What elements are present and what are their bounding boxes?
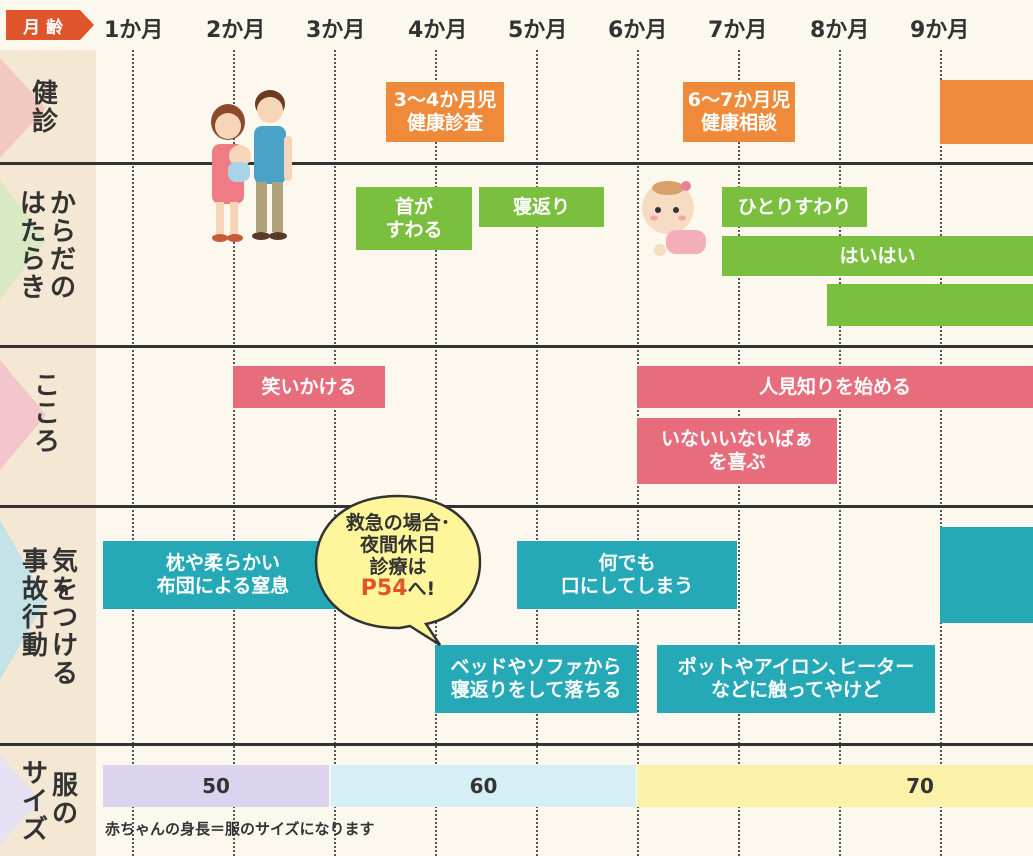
triangle-decoration-checkup bbox=[0, 58, 46, 158]
row-label-size-col1: サイズ bbox=[22, 759, 49, 845]
peekaboo-bar: いないいないばぁ を喜ぶ bbox=[637, 418, 837, 484]
month-1: 1か月 bbox=[104, 18, 164, 43]
month-gridline bbox=[334, 50, 336, 856]
month-4: 4か月 bbox=[408, 18, 468, 43]
emergency-speech-bubble: 救急の場合･ 夜間休日 診療は P54へ! bbox=[308, 490, 488, 650]
row-label-accident-col1: 事故・行動 bbox=[22, 547, 75, 661]
bubble-line-4: P54へ! bbox=[308, 576, 488, 601]
triangle-decoration-accident bbox=[0, 520, 46, 680]
month-gridline bbox=[435, 50, 437, 856]
month-gridline bbox=[132, 50, 134, 856]
size-note: 赤ちゃんの身長＝服のサイズになります bbox=[105, 820, 375, 838]
page-reference-link[interactable]: P54 bbox=[360, 576, 408, 601]
bubble-text: 救急の場合･ 夜間休日 診療は P54へ! bbox=[308, 512, 488, 600]
row-label-body-col2: からだの bbox=[50, 189, 77, 303]
crawling-bar: はいはい bbox=[722, 236, 1033, 276]
neck-steady-bar: 首が すわる bbox=[356, 187, 472, 250]
month-9: 9か月 bbox=[910, 18, 970, 43]
triangle-decoration-mind bbox=[0, 360, 46, 470]
falling-bar: ベッドやソファから 寝返りをして落ちる bbox=[435, 645, 637, 713]
row-divider bbox=[0, 162, 1033, 165]
row-label-accident-col2: 気をつける bbox=[52, 547, 79, 689]
size-70-bar: 70 bbox=[637, 765, 1033, 807]
rollover-bar: 寝返り bbox=[479, 187, 604, 227]
month-7: 7か月 bbox=[708, 18, 768, 43]
row-label-checkup: 健診 bbox=[32, 79, 59, 137]
month-gridline bbox=[940, 50, 942, 856]
baby-illustration bbox=[640, 178, 712, 260]
family-illustration bbox=[198, 84, 308, 249]
checkup-6-7-month-bar: 6〜7か月児 健康相談 bbox=[683, 82, 795, 142]
triangle-decoration-body bbox=[0, 180, 46, 300]
standing-bar bbox=[827, 284, 1033, 326]
checkup-3-4-month-bar: 3〜4か月児 健康診査 bbox=[386, 82, 504, 142]
sitting-bar: ひとりすわり bbox=[722, 187, 867, 227]
row-label-size-col2: 服の bbox=[52, 771, 79, 829]
suffocation-bar: 枕や柔らかい 布団による窒息 bbox=[103, 541, 343, 609]
mouthing-bar: 何でも 口にしてしまう bbox=[517, 541, 737, 609]
arrow-right-icon bbox=[80, 10, 94, 40]
row-divider bbox=[0, 345, 1033, 348]
bubble-line-1: 救急の場合･ bbox=[345, 512, 451, 534]
month-3: 3か月 bbox=[306, 18, 366, 43]
burn-bar: ポットやアイロン､ヒーター などに触ってやけど bbox=[657, 645, 935, 713]
month-8: 8か月 bbox=[810, 18, 870, 43]
checkup-9-month-bar bbox=[940, 80, 1033, 144]
month-5: 5か月 bbox=[508, 18, 568, 43]
smiling-bar: 笑いかける bbox=[233, 366, 385, 408]
triangle-decoration-size bbox=[0, 755, 40, 845]
month-gridline bbox=[839, 50, 841, 856]
month-2: 2か月 bbox=[206, 18, 266, 43]
size-50-bar: 50 bbox=[103, 765, 329, 807]
accident-9-month-bar bbox=[940, 527, 1033, 623]
bubble-suffix: へ! bbox=[407, 578, 436, 600]
size-60-bar: 60 bbox=[331, 765, 636, 807]
row-divider bbox=[0, 743, 1033, 746]
row-label-body-col1: はたらき bbox=[20, 189, 47, 303]
bubble-line-2: 夜間休日 bbox=[359, 534, 436, 556]
month-gridline bbox=[536, 50, 538, 856]
stranger-anxiety-bar: 人見知りを始める bbox=[637, 366, 1033, 408]
row-label-mind: こころ bbox=[34, 371, 61, 457]
month-6: 6か月 bbox=[608, 18, 668, 43]
row-divider bbox=[0, 505, 1033, 508]
age-badge: 月 齢 bbox=[6, 10, 80, 40]
month-gridline bbox=[233, 50, 235, 856]
bubble-line-3: 診療は bbox=[369, 556, 427, 578]
